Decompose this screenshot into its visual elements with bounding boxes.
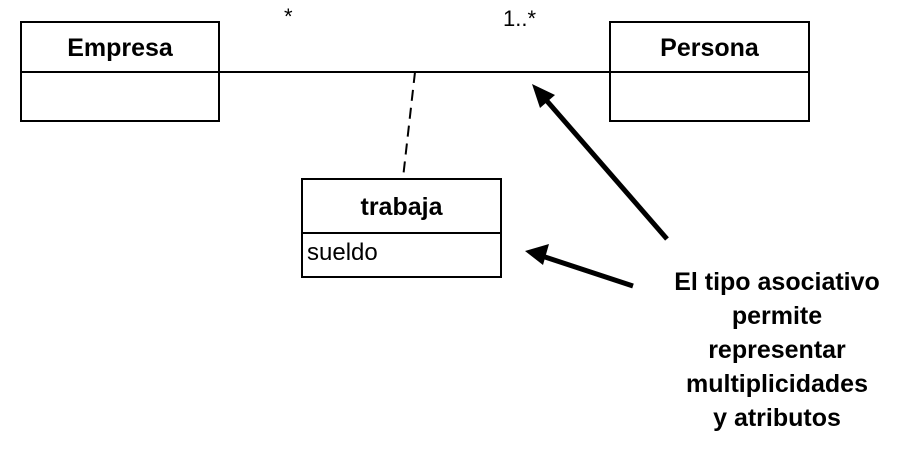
- note-line: permite: [731, 302, 823, 330]
- arrowhead-association: [532, 84, 555, 108]
- note-line: representar: [708, 336, 846, 364]
- arrow-to-attributes: [544, 254, 634, 289]
- class-persona: Persona: [609, 21, 810, 122]
- arrow-to-association: [538, 91, 669, 241]
- note-line: y atributos: [713, 404, 841, 432]
- class-empresa: Empresa: [20, 21, 220, 122]
- explanation-note: El tipo asociativo permite representar m…: [636, 265, 914, 435]
- association-class-attribute-sueldo: sueldo: [307, 239, 378, 266]
- note-line: multiplicidades: [686, 370, 868, 398]
- class-persona-name: Persona: [611, 23, 808, 73]
- multiplicity-empresa-end: *: [284, 4, 293, 29]
- association-class-dashed-link: [402, 71, 416, 179]
- association-class-trabaja: trabaja sueldo: [301, 178, 502, 278]
- note-line: El tipo asociativo: [674, 268, 880, 296]
- arrowhead-attributes: [525, 244, 549, 265]
- association-class-name: trabaja: [303, 180, 500, 234]
- class-empresa-name: Empresa: [22, 23, 218, 73]
- multiplicity-persona-end: 1..*: [503, 6, 537, 31]
